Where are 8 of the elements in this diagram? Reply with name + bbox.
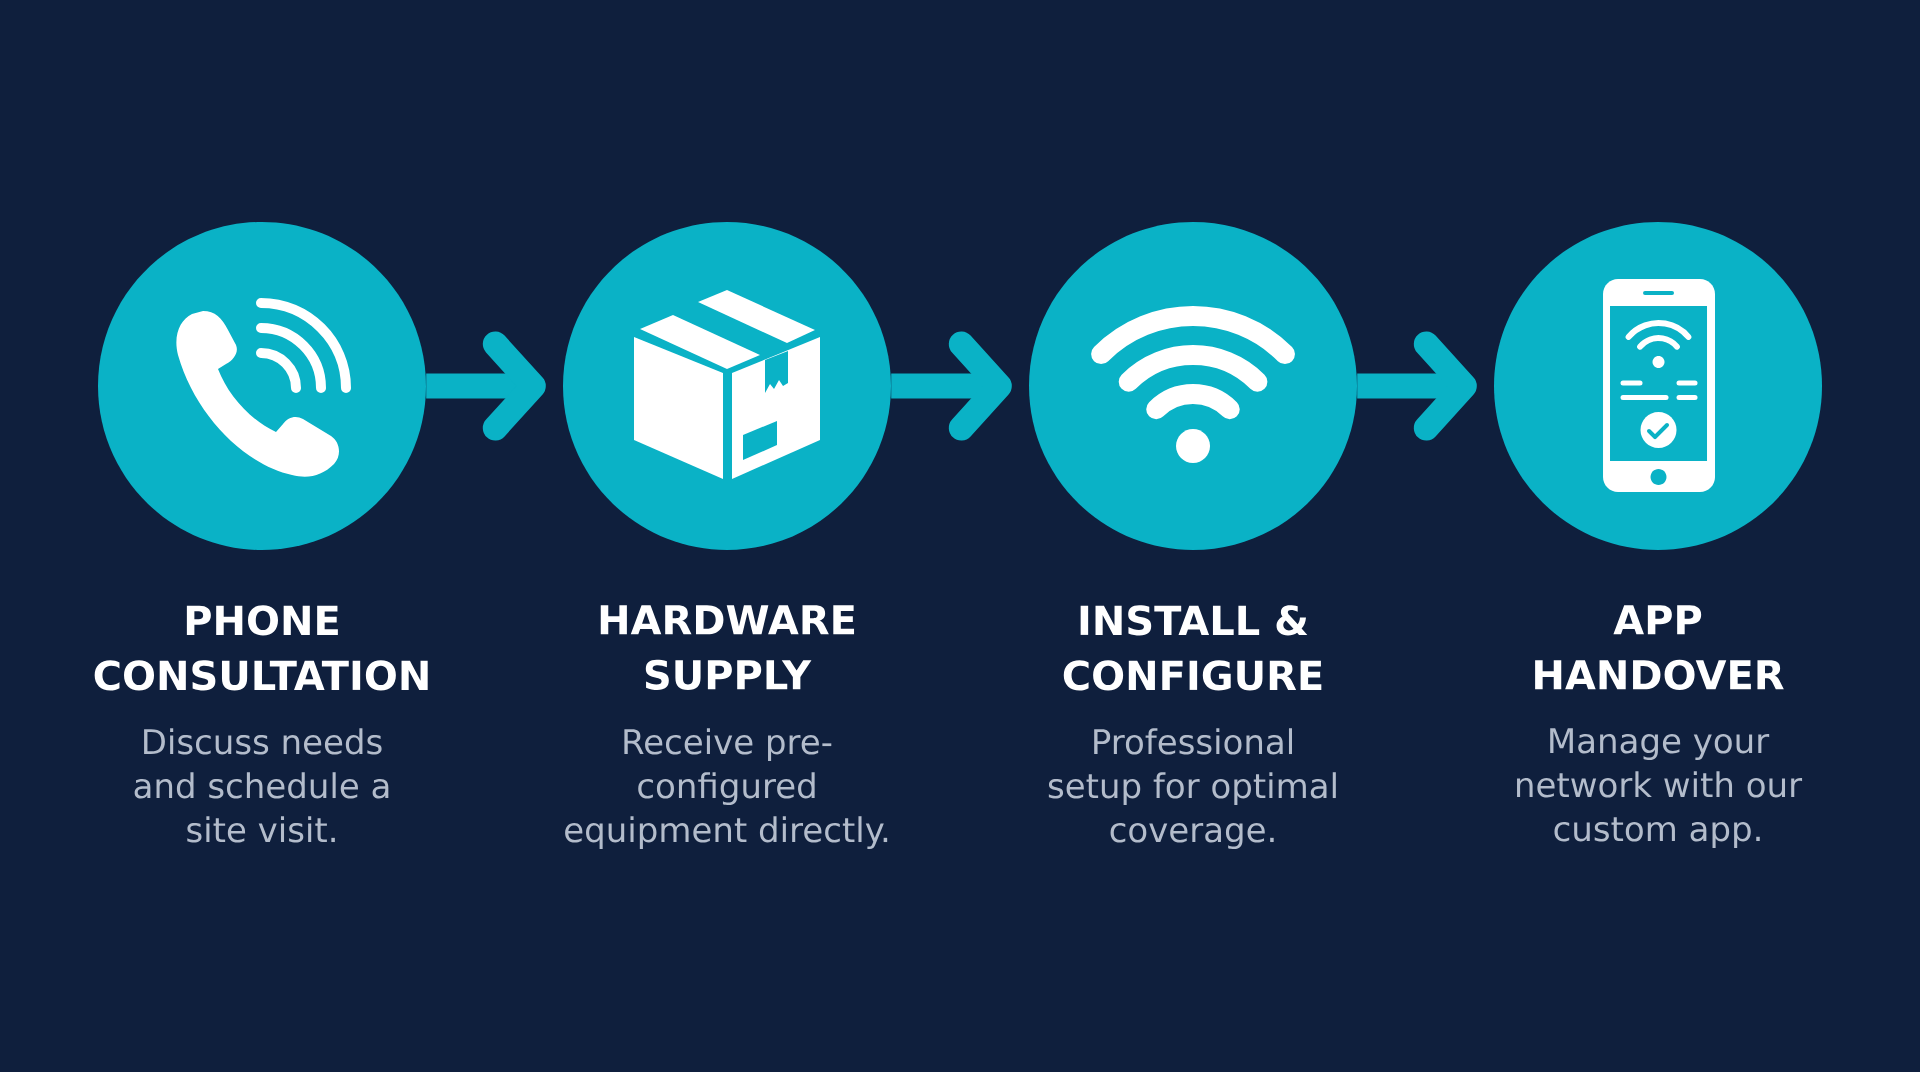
step-description: Receive pre-configured equipment directly.: [565, 728, 888, 850]
step-title: INSTALL & CONFIGURE: [1063, 605, 1322, 691]
step-title: APP HANDOVER: [1535, 605, 1784, 690]
step-description: Manage your network with our custom app.: [1517, 728, 1803, 849]
step-title: HARDWARE SUPPLY: [600, 605, 855, 690]
step-title: PHONE CONSULTATION: [94, 605, 428, 691]
step-description: Professional setup for optimal coverage.: [1048, 728, 1336, 850]
step-description: Discuss needs and schedule a site visit.: [134, 728, 389, 843]
